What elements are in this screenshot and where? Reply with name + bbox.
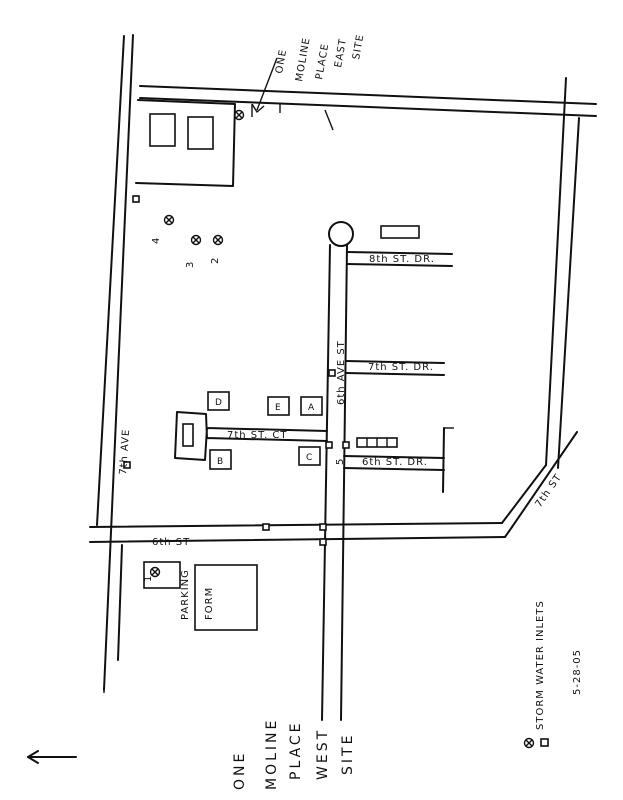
west-site-title: ONE MOLINE PLACE WEST SITE bbox=[232, 718, 356, 790]
svg-text:D: D bbox=[215, 398, 222, 408]
svg-text:FORM: FORM bbox=[204, 587, 215, 620]
legend: STORM WATER INLETS bbox=[523, 600, 549, 749]
svg-text:WEST: WEST bbox=[315, 728, 331, 780]
inlet-numbers: 4 3 2 5 1 bbox=[143, 238, 346, 582]
inlet-square-icon bbox=[319, 538, 327, 546]
svg-text:ONE: ONE bbox=[232, 751, 248, 790]
inlet-square-icon bbox=[132, 195, 140, 203]
drawing-date: 5-28-05 bbox=[572, 649, 583, 695]
label-7th-st-ct: 7th ST. CT bbox=[227, 430, 288, 441]
inlet-square-icon bbox=[262, 523, 270, 531]
svg-text:ONE: ONE bbox=[274, 48, 289, 74]
label-8th-st-dr: 8th ST. DR. bbox=[369, 254, 435, 265]
building-form: FORM bbox=[194, 564, 258, 631]
inlet-square-icon bbox=[325, 441, 333, 449]
svg-text:SITE: SITE bbox=[351, 33, 366, 60]
label-7th-st: 7th ST bbox=[533, 472, 564, 510]
label-7th-st-dr: 7th ST. DR. bbox=[368, 362, 434, 373]
label-6th-ave-st: 6th AVE ST bbox=[336, 340, 347, 405]
svg-text:C: C bbox=[306, 453, 312, 463]
svg-text:EAST: EAST bbox=[333, 37, 349, 68]
legend-label: STORM WATER INLETS bbox=[535, 600, 546, 730]
north-parcel bbox=[135, 99, 281, 187]
buildings: D E A B C FORM PARKING bbox=[143, 391, 323, 631]
svg-text:B: B bbox=[217, 457, 223, 467]
svg-text:SITE: SITE bbox=[340, 733, 356, 775]
inlet-circle-icon bbox=[163, 214, 175, 226]
legend-square-icon bbox=[540, 738, 549, 747]
inlet-square-icon bbox=[123, 461, 131, 469]
svg-text:PLACE: PLACE bbox=[288, 720, 304, 780]
inlet-circle-icon bbox=[149, 566, 161, 578]
inlet-circle-icon bbox=[190, 234, 202, 246]
street-lines bbox=[89, 34, 597, 721]
east-site-title: ONE MOLINE PLACE EAST SITE bbox=[251, 33, 366, 131]
label-7th-ave: 7th AVE bbox=[118, 428, 132, 475]
building-e: E bbox=[267, 396, 290, 416]
inlet-square-icon bbox=[328, 369, 336, 377]
north-arrow-icon bbox=[27, 750, 77, 764]
svg-text:3: 3 bbox=[185, 262, 196, 268]
inlets-circle bbox=[149, 109, 245, 578]
drives bbox=[174, 225, 454, 493]
building-a: A bbox=[300, 396, 323, 416]
inlet-square-icon bbox=[342, 441, 350, 449]
label-6th-st-dr: 6th ST. DR. bbox=[362, 457, 428, 468]
svg-text:PARKING: PARKING bbox=[180, 569, 191, 620]
street-labels: 7th AVE 6th AVE ST 6th ST 7th ST 8th ST.… bbox=[118, 254, 564, 548]
svg-text:MOLINE: MOLINE bbox=[294, 36, 313, 82]
parking-lot: PARKING bbox=[143, 561, 191, 620]
svg-text:4: 4 bbox=[151, 238, 162, 244]
building-b: B bbox=[209, 449, 232, 470]
svg-text:5: 5 bbox=[335, 459, 346, 465]
label-6th-st: 6th ST bbox=[152, 537, 190, 548]
legend-circle-icon bbox=[523, 737, 535, 749]
svg-text:E: E bbox=[275, 403, 281, 413]
inlet-circle-icon bbox=[212, 234, 224, 246]
svg-text:PLACE: PLACE bbox=[314, 42, 331, 80]
svg-text:1: 1 bbox=[143, 576, 154, 582]
inlet-circle-icon bbox=[233, 109, 245, 121]
svg-text:2: 2 bbox=[210, 258, 221, 264]
building-d: D bbox=[207, 391, 230, 411]
svg-text:MOLINE: MOLINE bbox=[264, 718, 280, 790]
building-c: C bbox=[298, 446, 321, 466]
svg-text:A: A bbox=[308, 403, 315, 413]
inlet-square-icon bbox=[319, 523, 327, 531]
inlets-square bbox=[123, 195, 350, 546]
